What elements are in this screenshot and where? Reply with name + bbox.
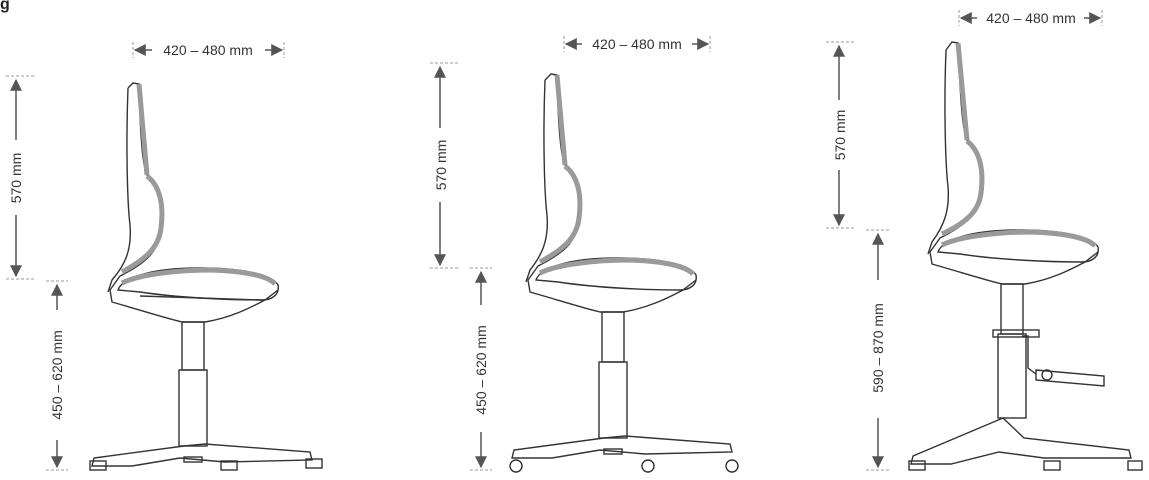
seat-height-label: 450 – 620 mm: [49, 330, 65, 420]
backrest-height-dimension: 570 mm: [826, 41, 854, 229]
seat-height-dimension: 450 – 620 mm: [470, 267, 492, 471]
chair-drawing: [89, 82, 323, 471]
seat-depth-label: 420 – 480 mm: [592, 36, 682, 52]
corner-label: g: [0, 0, 10, 13]
backrest-height-dimension: 570 mm: [6, 75, 36, 280]
seat-height-label: 450 – 620 mm: [473, 325, 489, 415]
seat-depth-dimension: 420 – 480 mm: [563, 36, 711, 52]
chair-variant-glides: 420 – 480 mm 570 mm 450 – 620 mm: [6, 42, 323, 471]
chair-drawing: [908, 41, 1143, 471]
seat-depth-dimension: 420 – 480 mm: [958, 10, 1103, 26]
chair-variant-high: 420 – 480 mm 570 mm 590 – 870 mm: [826, 10, 1143, 471]
seat-height-dimension: 590 – 870 mm: [866, 229, 890, 471]
seat-height-dimension: 450 – 620 mm: [46, 280, 68, 471]
seat-depth-label: 420 – 480 mm: [163, 42, 253, 58]
seat-height-label: 590 – 870 mm: [870, 303, 886, 393]
backrest-height-label: 570 mm: [8, 153, 24, 204]
chair-variant-castors: 420 – 480 mm 570 mm 450 – 620 mm: [430, 36, 739, 473]
chair-drawing: [509, 73, 739, 473]
backrest-height-label: 570 mm: [832, 110, 848, 161]
backrest-height-label: 570 mm: [433, 140, 449, 191]
seat-depth-dimension: 420 – 480 mm: [132, 42, 285, 58]
seat-depth-label: 420 – 480 mm: [986, 10, 1076, 26]
backrest-height-dimension: 570 mm: [430, 62, 460, 269]
